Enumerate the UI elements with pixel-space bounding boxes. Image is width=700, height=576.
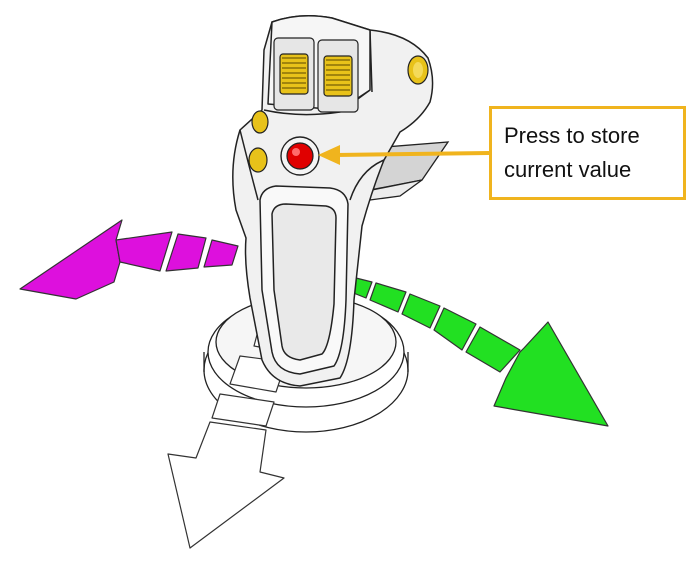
thumb-wheel-left [279,53,309,95]
thumb-wheels [273,37,359,113]
left-arrow-segment [165,233,207,272]
down-arrow-head [167,421,285,549]
side-buttons [248,55,429,173]
left-arrow-segment [115,231,173,272]
left-button-lower [248,147,268,173]
left-arrow-segment [203,239,239,268]
callout-text-line-1: Press to store [504,123,640,148]
callout-pointer [318,145,490,165]
store-value-button [280,136,320,176]
right-rotation-arrow [345,275,609,427]
left-button-upper [251,110,269,134]
down-arrow-segment [211,393,275,427]
callout-box: Press to store current value [489,106,686,200]
thumb-wheel-right [323,55,353,97]
left-rotation-arrow [19,219,239,300]
left-arrow-head [19,219,123,300]
callout-text-line-2: current value [504,157,632,182]
right-arrow-segment [401,293,441,329]
right-arrow-segment [433,307,477,351]
right-arrow-segment [369,282,407,313]
right-arrow-segment [465,326,521,373]
right-arrow-head [493,321,609,427]
grip-inner-panel [271,203,337,361]
